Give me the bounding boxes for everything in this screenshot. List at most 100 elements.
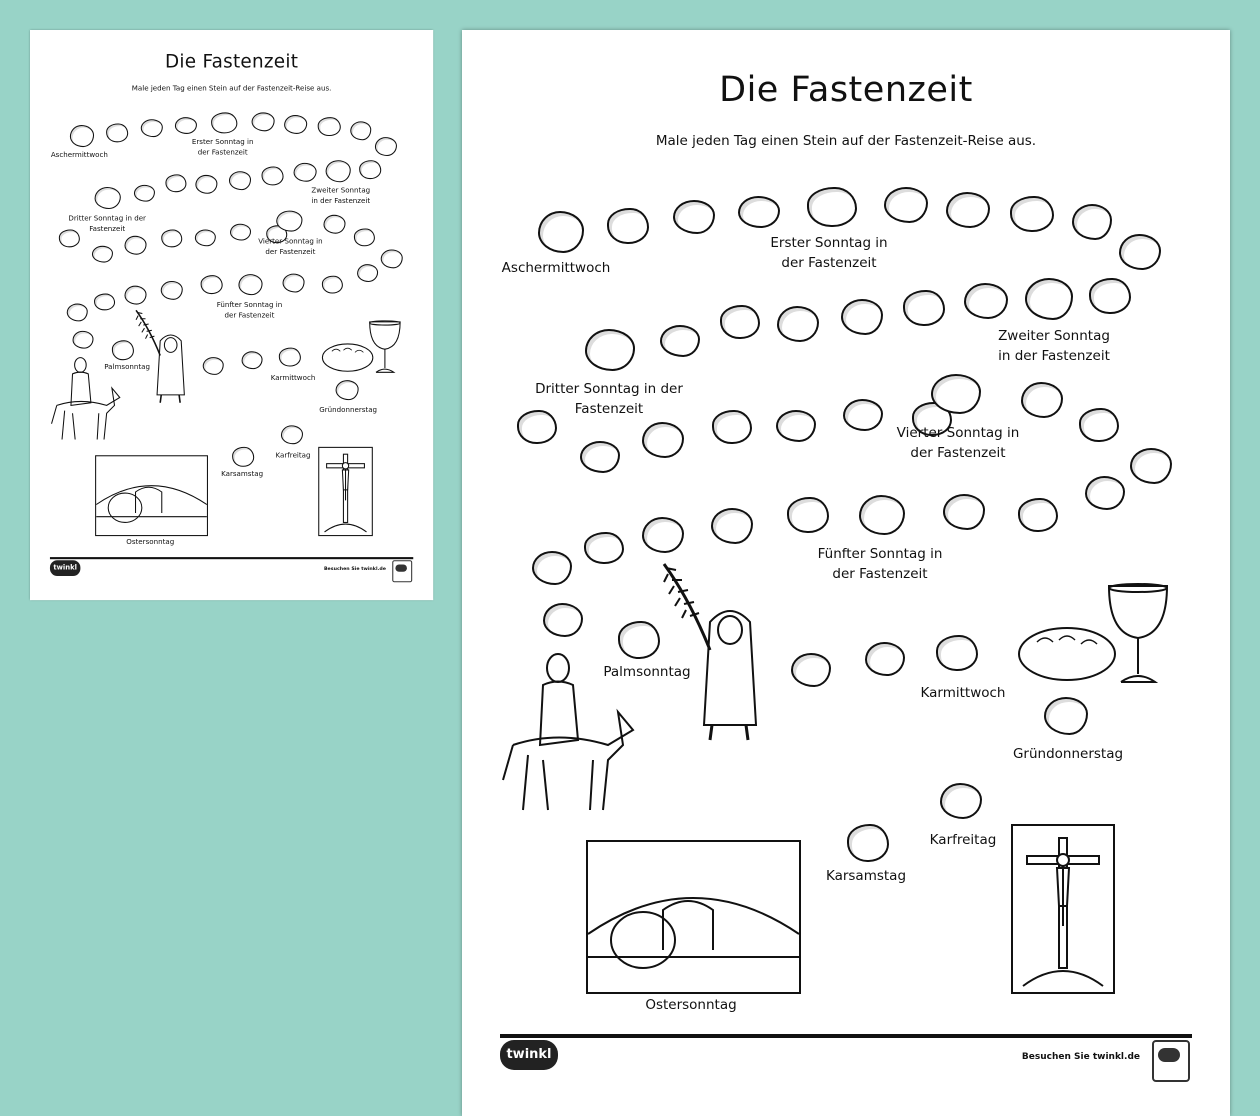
stone [607, 208, 649, 244]
stone [712, 410, 752, 444]
stone [884, 187, 928, 223]
stone [335, 380, 359, 401]
label-ostersonntag: Ostersonntag [645, 997, 737, 1013]
footer-visit-text: Besuchen Sie twinkl.de [323, 566, 386, 572]
stone [200, 275, 223, 295]
stone [133, 184, 155, 202]
stone [1089, 278, 1131, 314]
crucifix-illustration [1011, 824, 1115, 994]
label-gruendonnerstag: Gründonnerstag [1012, 746, 1124, 762]
stone [106, 123, 129, 143]
stone [251, 112, 275, 132]
stone [1025, 278, 1073, 320]
palm-figure-illustration [135, 309, 185, 403]
badge-icon [392, 560, 413, 583]
stone [276, 210, 303, 232]
worksheet-instruction: Male jeden Tag einen Stein auf der Faste… [655, 133, 1037, 149]
donkey-rider-illustration [51, 357, 121, 440]
stone [660, 325, 700, 357]
stone [580, 441, 620, 473]
stone [903, 290, 945, 326]
stone [211, 112, 238, 134]
stone [738, 196, 780, 228]
stone [807, 187, 857, 227]
label-karfreitag: Karfreitag [275, 451, 311, 460]
stone [124, 285, 147, 305]
label-palmsonntag: Palmsonntag [104, 362, 151, 372]
stone [165, 174, 187, 193]
stone [841, 299, 883, 335]
stone [261, 166, 284, 186]
worksheet-thumbnail[interactable]: Die Fastenzeit Male jeden Tag einen Stei… [30, 30, 434, 601]
label-karsamstag: Karsamstag [221, 469, 264, 479]
stone [1130, 448, 1172, 484]
label-aschermittwoch: Aschermittwoch [50, 150, 108, 160]
stone [787, 497, 829, 533]
stone [325, 160, 351, 183]
crucifix-illustration [318, 446, 373, 537]
stone [72, 330, 94, 349]
stone [538, 211, 584, 253]
stone [140, 119, 163, 138]
stone [1119, 234, 1161, 270]
label-karmittwoch: Karmittwoch [270, 373, 316, 383]
stone [350, 121, 372, 141]
stone [642, 422, 684, 458]
empty-tomb-illustration [95, 455, 208, 537]
twinkl-logo: twinkl [49, 560, 81, 576]
stone [1079, 408, 1119, 442]
twinkl-logo: twinkl [500, 1040, 558, 1070]
bread-and-cup-illustration [321, 320, 401, 373]
stone [91, 245, 113, 263]
stone [241, 351, 263, 370]
stone [284, 115, 308, 134]
stone [931, 374, 981, 414]
stone [94, 293, 116, 311]
label-ostersonntag: Ostersonntag [126, 537, 175, 547]
stone [865, 642, 905, 676]
stone [282, 273, 305, 293]
stone [230, 223, 252, 241]
stone [791, 653, 831, 687]
stone [278, 347, 301, 367]
label-karmittwoch: Karmittwoch [920, 685, 1006, 701]
stone [161, 229, 183, 248]
stone [94, 186, 121, 210]
stone [111, 340, 134, 361]
stone [323, 214, 346, 234]
stone [66, 303, 88, 322]
stone [940, 783, 982, 819]
stone [174, 117, 197, 134]
stone [1072, 204, 1112, 240]
footer-visit-text: Besuchen Sie twinkl.de [1021, 1052, 1140, 1062]
stone [943, 494, 985, 530]
stone [642, 517, 684, 553]
stone [517, 410, 557, 444]
bread-and-cup-illustration [1018, 583, 1169, 683]
stone [321, 275, 343, 294]
stone [532, 551, 572, 585]
worksheet-instruction: Male jeden Tag einen Stein auf der Faste… [131, 84, 332, 93]
stone [1021, 382, 1063, 418]
stone [1044, 697, 1088, 735]
stone [69, 125, 95, 148]
badge-icon [1152, 1040, 1190, 1082]
stone [720, 305, 760, 339]
stone [357, 264, 379, 282]
stone [293, 162, 317, 182]
empty-tomb-illustration [586, 840, 801, 994]
label-aschermittwoch: Aschermittwoch [501, 260, 611, 276]
label-gruendonnerstag: Gründonnerstag [319, 405, 378, 415]
stone [964, 283, 1008, 319]
worksheet-title: Die Fastenzeit [164, 51, 299, 72]
stone [228, 171, 252, 191]
stone [1085, 476, 1125, 510]
label-karfreitag: Karfreitag [929, 832, 997, 848]
